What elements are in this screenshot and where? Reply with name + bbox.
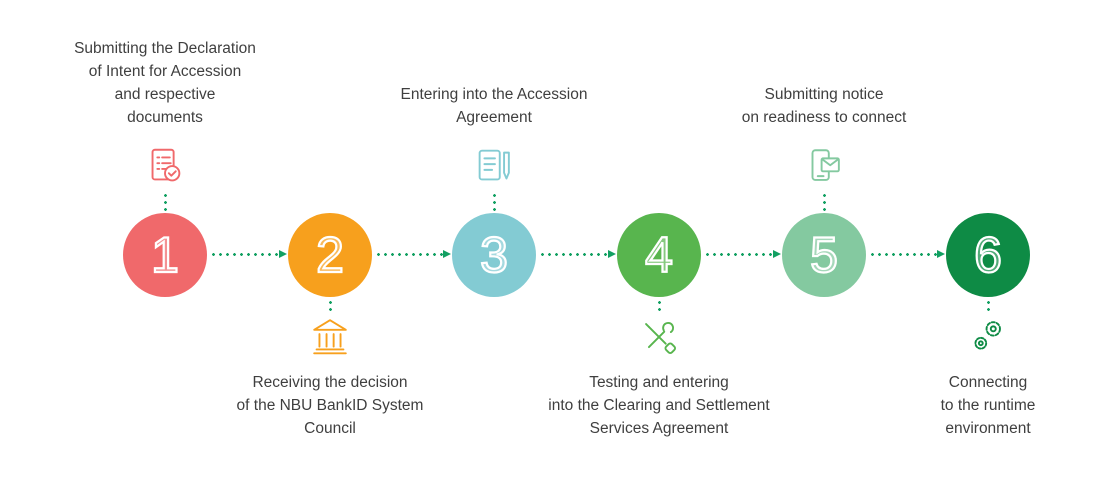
step-circle: 1 bbox=[123, 213, 207, 297]
icon-connector bbox=[657, 299, 661, 312]
bank-icon bbox=[307, 314, 353, 360]
step-circle: 3 bbox=[452, 213, 536, 297]
step-label: Submitting the Declaration of Intent for… bbox=[74, 40, 256, 126]
document-check-icon bbox=[142, 144, 188, 190]
step-number: 1 bbox=[150, 227, 180, 283]
step-label: Entering into the Accession Agreement bbox=[400, 86, 588, 126]
step-number: 4 bbox=[644, 227, 674, 283]
icon-connector bbox=[492, 192, 496, 211]
arrow-connector bbox=[869, 250, 945, 258]
arrow-connector bbox=[704, 250, 781, 258]
step-label: Submitting notice on readiness to connec… bbox=[741, 86, 907, 126]
document-pen-icon bbox=[471, 144, 517, 190]
icon-connector bbox=[986, 299, 990, 312]
icon-connector bbox=[822, 192, 826, 211]
step-label: Testing and entering into the Clearing a… bbox=[548, 374, 770, 437]
step-circle: 4 bbox=[617, 213, 701, 297]
step-number: 5 bbox=[809, 227, 839, 283]
gears-icon bbox=[965, 314, 1011, 360]
step-label: Receiving the decision of the NBU BankID… bbox=[236, 374, 424, 437]
tools-icon bbox=[636, 314, 682, 360]
step-number: 3 bbox=[479, 227, 509, 283]
arrow-connector bbox=[539, 250, 616, 258]
arrow-connector bbox=[375, 250, 451, 258]
step-number: 6 bbox=[973, 227, 1003, 283]
step-label: Connecting to the runtime environment bbox=[940, 374, 1036, 437]
arrow-connector bbox=[210, 250, 287, 258]
icon-connector bbox=[163, 192, 167, 211]
step-circle: 5 bbox=[782, 213, 866, 297]
phone-envelope-icon bbox=[801, 144, 847, 190]
step-number: 2 bbox=[315, 227, 345, 283]
step-circle: 6 bbox=[946, 213, 1030, 297]
icon-connector bbox=[328, 299, 332, 312]
step-circle: 2 bbox=[288, 213, 372, 297]
